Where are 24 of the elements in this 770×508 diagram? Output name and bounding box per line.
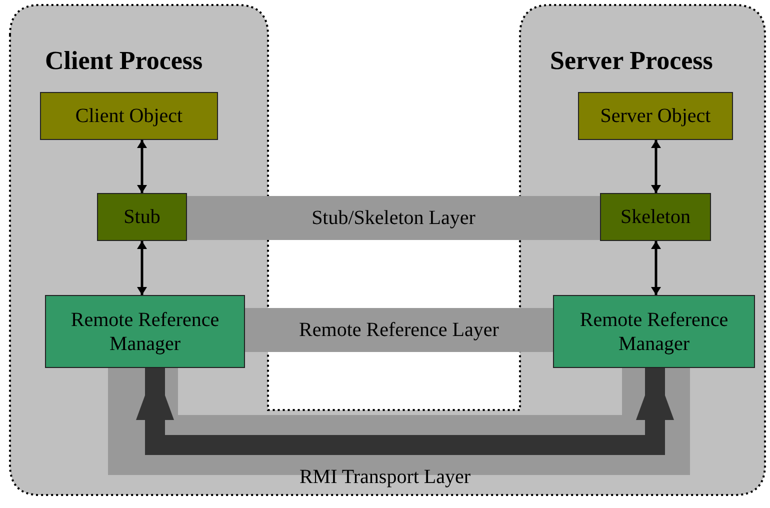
layer-band <box>187 196 600 240</box>
component-box <box>97 193 187 241</box>
process-title: Server Process <box>550 46 713 76</box>
node-label: Stub <box>124 205 160 229</box>
component-box <box>578 92 733 140</box>
process-title: Client Process <box>45 46 203 76</box>
component-box <box>40 92 218 140</box>
arrow <box>651 241 661 295</box>
layer-label: RMI Transport Layer <box>299 466 471 489</box>
node-label: Remote Reference Layer <box>299 318 499 342</box>
component-box <box>45 295 245 368</box>
node-label: Skeleton <box>620 205 690 229</box>
thick-arrow <box>136 368 674 455</box>
arrow <box>651 140 661 193</box>
node-label: Server Object <box>600 104 711 128</box>
node-label: Client Object <box>75 104 183 128</box>
layer-band <box>245 308 553 352</box>
node-label: Stub/Skeleton Layer <box>312 206 476 230</box>
node-label: Remote Reference Manager <box>70 308 220 356</box>
arrow <box>137 241 147 295</box>
component-box <box>553 295 755 368</box>
arrow <box>137 140 147 193</box>
node-label: Remote Reference Manager <box>578 308 730 356</box>
component-box <box>600 193 711 241</box>
